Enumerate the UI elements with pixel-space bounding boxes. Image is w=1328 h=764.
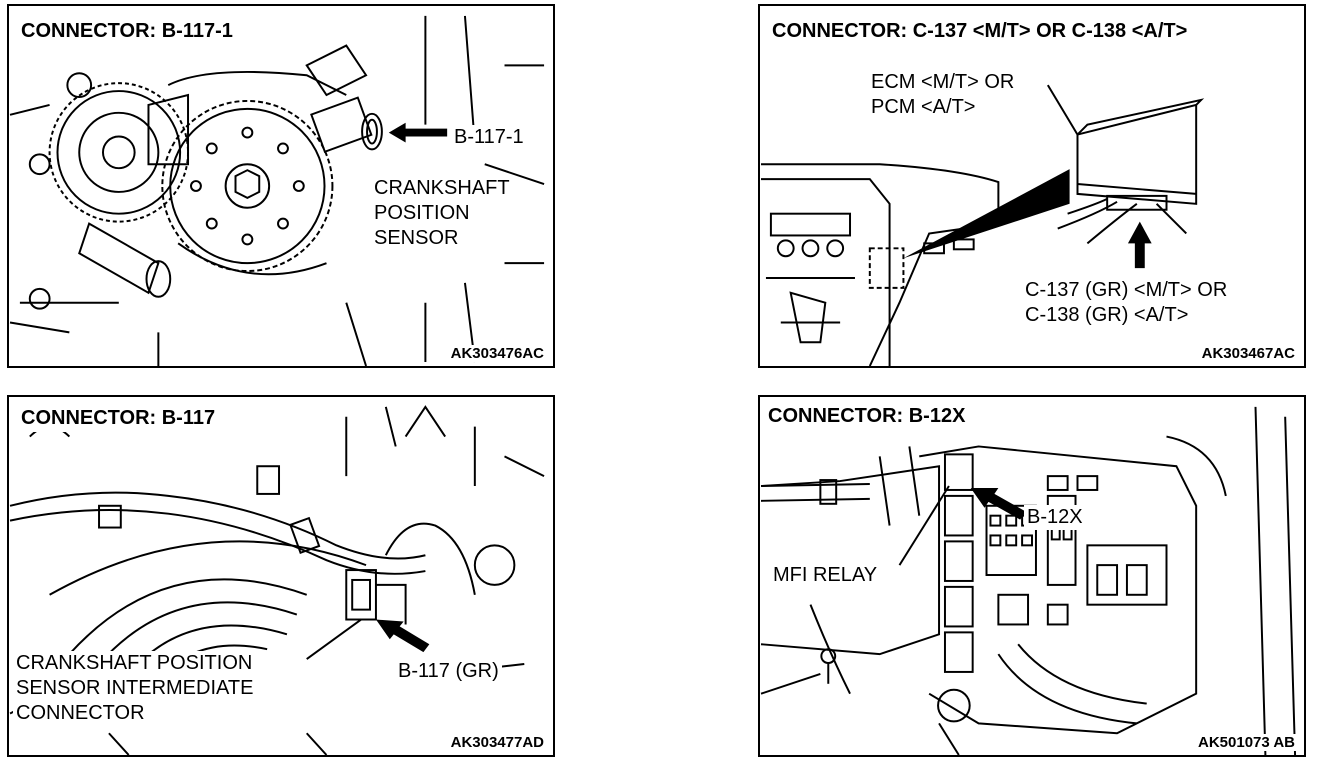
callout-label: B-117-1	[451, 125, 527, 150]
panel-title: CONNECTOR: B-12X	[764, 405, 970, 430]
panel-intermediate-connector: CONNECTOR: B-117 B-117 (GR) CRANKSHAFT P…	[7, 395, 555, 757]
panel-title: CONNECTOR: C-137 <M/T> OR C-138 <A/T>	[768, 20, 1192, 45]
relay-box-illustration	[760, 406, 1297, 755]
panel-relay-box: CONNECTOR: B-12X B-12X MFI RELAY AK50107…	[758, 395, 1306, 757]
figure-code: AK303467AC	[1198, 345, 1298, 362]
relay-label: MFI RELAY	[770, 563, 881, 588]
panel-title: CONNECTOR: B-117-1	[17, 20, 237, 45]
figure-code: AK303476AC	[447, 345, 547, 362]
figure-code: AK303477AD	[447, 734, 547, 751]
callout-label: B-117 (GR)	[395, 659, 502, 684]
figure-code: AK501073 AB	[1195, 734, 1298, 751]
dashboard-ecm-illustration	[761, 84, 1205, 366]
panel-title: CONNECTOR: B-117	[17, 407, 220, 432]
callout-label: B-12X	[1024, 505, 1086, 530]
engine-timing-belt-illustration	[9, 15, 545, 366]
panel-ecm-connector: CONNECTOR: C-137 <M/T> OR C-138 <A/T> EC…	[758, 4, 1306, 368]
